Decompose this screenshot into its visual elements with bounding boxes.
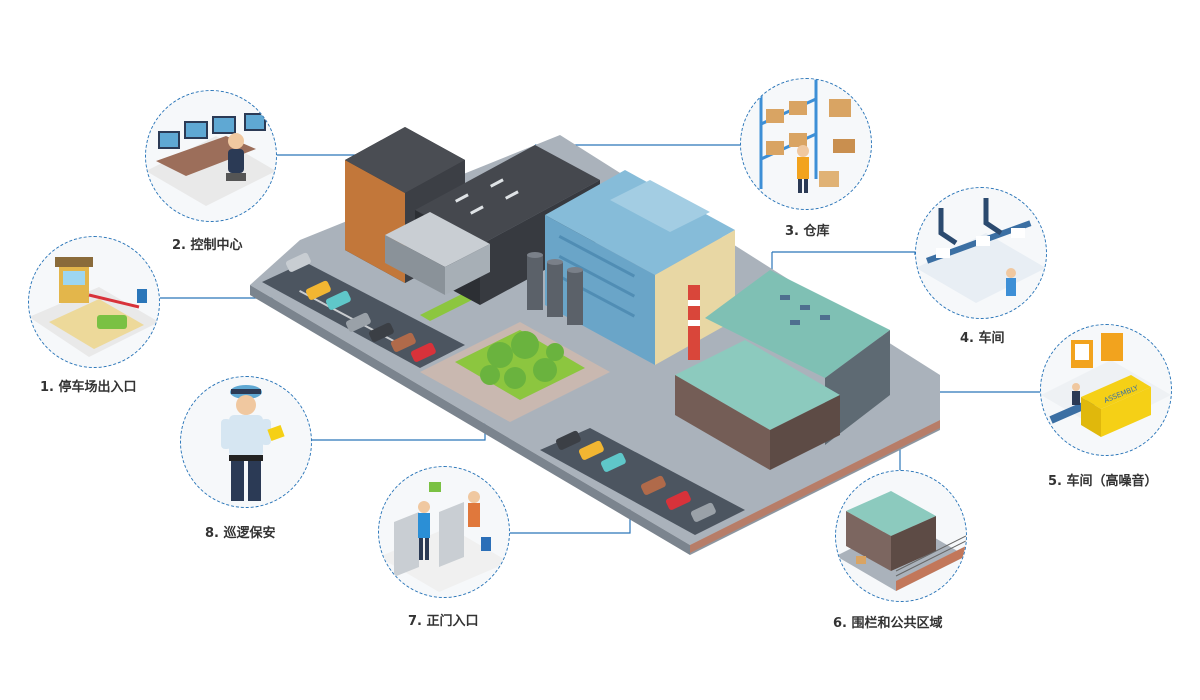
parking-gate-icon (29, 257, 159, 357)
callout-label-gate: 7. 正门入口 (408, 614, 479, 629)
callout-label-warehouse: 3. 仓库 (785, 224, 830, 239)
callout-label-patrol: 8. 巡逻保安 (205, 526, 276, 541)
parked-cars-left (285, 252, 436, 362)
callout-label-workshop-noisy: 5. 车间（高噪音） (1048, 474, 1158, 489)
callout-label-workshop: 4. 车间 (960, 331, 1005, 346)
callout-circle-fence (835, 470, 967, 602)
callout-circle-workshop-noisy: ASSEMBLY (1040, 324, 1172, 456)
noisy-workshop-icon: ASSEMBLY (1041, 333, 1171, 437)
parked-cars-right (555, 430, 716, 522)
callout-circle-gate (378, 466, 510, 598)
callout-circle-control (145, 90, 277, 222)
turnstile-icon (379, 482, 509, 592)
callout-label-fence: 6. 围栏和公共区域 (833, 616, 943, 631)
callout-label-parking: 1. 停车场出入口 (40, 380, 137, 395)
workshop-icon (916, 198, 1046, 303)
park-trees (480, 331, 564, 389)
callout-circle-workshop (915, 187, 1047, 319)
callout-circle-parking (28, 236, 160, 368)
fence-icon (836, 491, 966, 591)
callout-circle-warehouse (740, 78, 872, 210)
control-center-icon (146, 113, 276, 206)
warehouse-icon (759, 79, 855, 193)
silos (527, 252, 583, 325)
callout-label-control: 2. 控制中心 (172, 238, 243, 253)
callout-circle-patrol (180, 376, 312, 508)
security-guard-icon (221, 385, 285, 501)
